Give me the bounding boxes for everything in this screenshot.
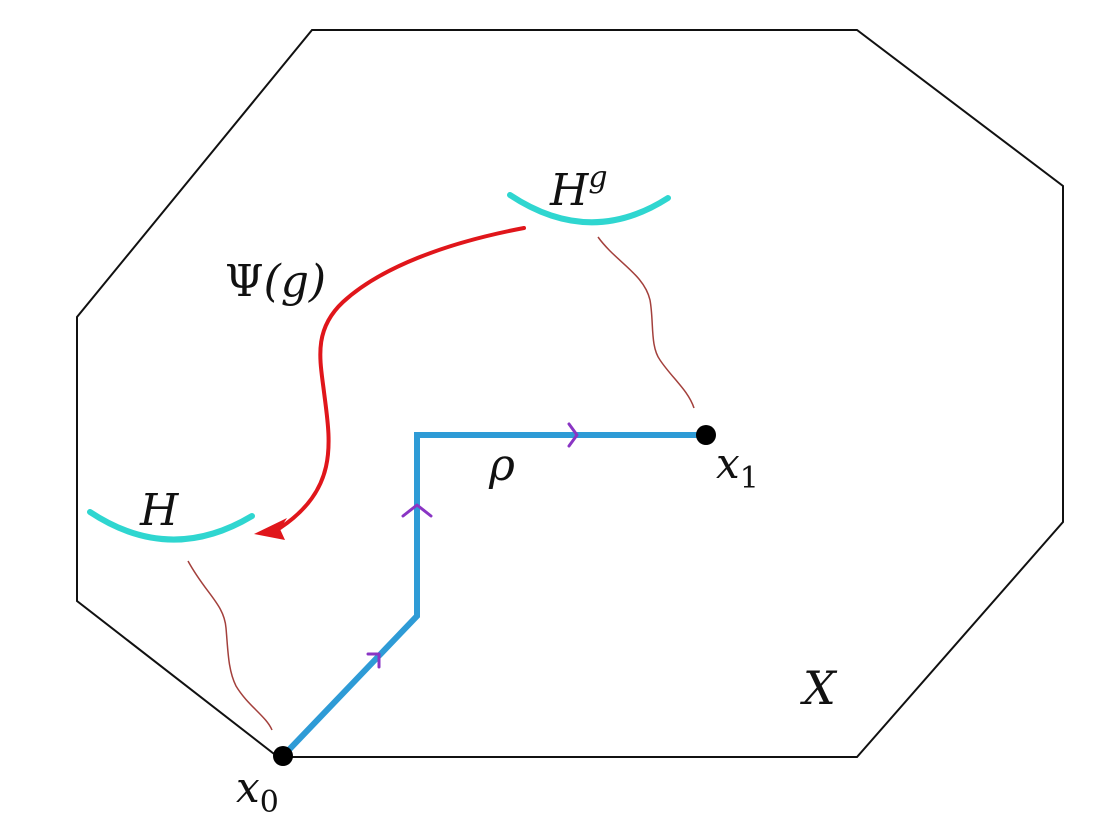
label-map-psi: Ψ(g) [225,256,326,307]
path-direction-marker-1 [366,652,381,669]
label-x0-base: x [236,763,260,812]
label-subgroup-h: H [139,485,180,536]
path-direction-marker-3 [567,422,579,448]
label-path-rho: ρ [488,440,515,491]
point-x1 [696,425,716,445]
space-boundary [76,29,1064,758]
label-x0: x0 [236,763,279,820]
subgroup-h-arc [87,509,255,543]
tether-h-to-x0 [187,560,273,731]
label-x1: x1 [716,439,759,496]
tether-hg-to-x1 [597,236,695,409]
point-x0 [273,746,293,766]
label-psi-arg: (g) [264,256,327,307]
label-hg-exp: g [588,160,607,195]
label-conjugate-hg: Hg [549,160,608,216]
label-x1-base: x [716,439,740,488]
map-psi-arrowhead [254,518,287,540]
label-x1-sub: 1 [740,461,759,496]
map-psi-arrow [278,226,526,530]
path-direction-marker-2 [401,503,433,518]
label-space-x: X [800,661,838,715]
label-hg-base: H [549,165,590,216]
label-psi-symbol: Ψ [225,256,264,307]
subgroup-hg-arc [507,192,671,226]
label-x0-sub: 0 [260,785,279,820]
path-rho [280,432,706,759]
